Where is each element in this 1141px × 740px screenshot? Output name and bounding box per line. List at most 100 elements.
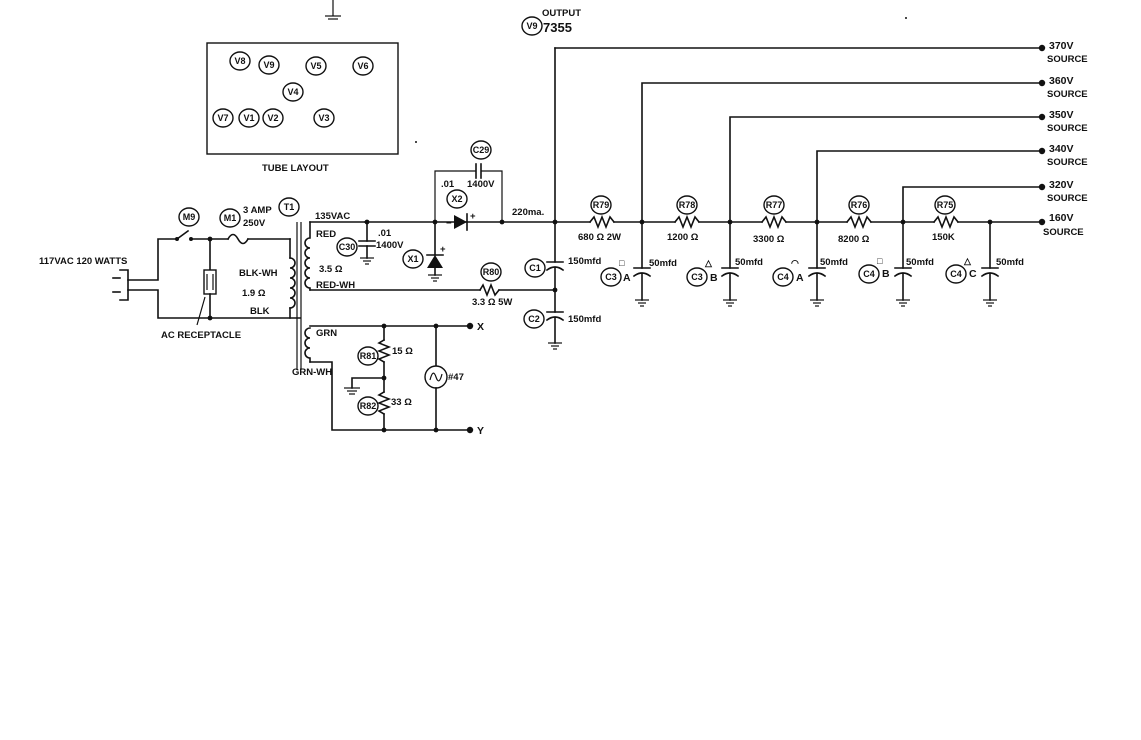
- cap-c4c: [980, 221, 1000, 307]
- wire-red: RED: [316, 229, 336, 240]
- cap-c3b-label: C3 B △ 50mfd: [686, 257, 763, 287]
- secondary-voltage: 135VAC: [315, 211, 350, 222]
- tube-v2: V2: [262, 108, 284, 128]
- c2-ref: C2: [528, 314, 540, 324]
- resistor-r80: R80 3.3 Ω 5W: [472, 262, 556, 308]
- svg-text:◠: ◠: [791, 258, 799, 268]
- cap-c4a-label: C4 A ◠ 50mfd: [772, 257, 848, 287]
- wire-grn: GRN: [316, 328, 337, 339]
- r82-ref: R82: [360, 401, 377, 411]
- svg-text:50mfd: 50mfd: [906, 257, 934, 268]
- c29-ref: C29: [473, 145, 490, 155]
- svg-text:B: B: [710, 272, 718, 284]
- output-360v: 360V SOURCE: [1047, 75, 1088, 100]
- svg-text:V5: V5: [310, 61, 321, 71]
- svg-text:C: C: [969, 268, 977, 280]
- cap-c3b: [720, 221, 740, 307]
- output-370v: 370V SOURCE: [1047, 40, 1088, 65]
- fuse-rating-1: 3 AMP: [243, 205, 272, 216]
- svg-text:V8: V8: [234, 56, 245, 66]
- transformer-t1: T1: [278, 197, 481, 431]
- resistor-r77: R77 3300 Ω: [753, 195, 785, 245]
- svg-text:R75: R75: [937, 200, 954, 210]
- svg-text:SOURCE: SOURCE: [1043, 227, 1084, 238]
- capacitor-c30: C30 .01 1400V: [336, 221, 404, 265]
- c29-value-2: 1400V: [467, 179, 495, 190]
- r82-value: 33 Ω: [391, 397, 412, 408]
- svg-text:160V: 160V: [1049, 212, 1074, 224]
- svg-text:50mfd: 50mfd: [820, 257, 848, 268]
- svg-text:50mfd: 50mfd: [996, 257, 1024, 268]
- primary-resistance: 1.9 Ω: [242, 288, 266, 299]
- svg-text:SOURCE: SOURCE: [1047, 123, 1088, 134]
- r80-ref: R80: [483, 267, 500, 277]
- svg-text:SOURCE: SOURCE: [1047, 54, 1088, 65]
- c2-value: 150mfd: [568, 314, 601, 325]
- output-340v: 340V SOURCE: [1047, 143, 1088, 168]
- tube-v4: V4: [282, 82, 304, 102]
- svg-text:R79: R79: [593, 200, 610, 210]
- output-tube-type: 7355: [543, 20, 572, 35]
- filament-circuit: R81 15 Ω R82 33 Ω #47 X Y: [344, 321, 484, 437]
- tube-layout-caption: TUBE LAYOUT: [262, 163, 329, 174]
- cap-c4a: [807, 221, 827, 307]
- resistor-r76: R76 8200 Ω: [838, 195, 870, 245]
- cap-c3a-label: C3 A □ 50mfd: [600, 258, 677, 287]
- power-switch: M9: [175, 207, 229, 241]
- svg-text:C4: C4: [863, 269, 875, 279]
- fuse-rating-2: 250V: [243, 218, 266, 229]
- resistor-r75: R75 150K: [932, 195, 956, 243]
- svg-text:V7: V7: [217, 113, 228, 123]
- cap-c3a: [632, 221, 652, 307]
- svg-text:V4: V4: [287, 87, 298, 97]
- switch-ref: M9: [183, 212, 196, 222]
- x2-plus: +: [470, 211, 476, 222]
- r76-value: 8200 Ω: [838, 234, 870, 245]
- x1-ref: X1: [407, 254, 418, 264]
- svg-text:△: △: [963, 256, 972, 266]
- svg-text:R78: R78: [679, 200, 696, 210]
- r79-value: 680 Ω 2W: [578, 232, 621, 243]
- svg-text:C4: C4: [950, 269, 962, 279]
- tube-v8: V8: [229, 51, 251, 71]
- transformer-ref: T1: [284, 202, 295, 212]
- diode-x1: X1 +: [402, 221, 446, 282]
- tube-v1: V1: [238, 108, 260, 128]
- terminal-x-label: X: [477, 321, 484, 333]
- wire-blk-wh: BLK-WH: [239, 268, 278, 279]
- c1-ref: C1: [529, 263, 541, 273]
- capacitor-c29: C29 .01 1400V: [434, 140, 503, 222]
- red-resistance: 3.5 Ω: [319, 264, 343, 275]
- svg-text:320V: 320V: [1049, 179, 1074, 191]
- resistor-r79: R79 680 Ω 2W: [578, 195, 621, 243]
- svg-text:A: A: [623, 272, 631, 284]
- svg-text:350V: 350V: [1049, 109, 1074, 121]
- svg-text:SOURCE: SOURCE: [1047, 193, 1088, 204]
- c30-value-2: 1400V: [376, 240, 404, 251]
- diode-x2: X2 − +: [446, 189, 476, 231]
- tube-v9: V9: [258, 55, 280, 75]
- current-label: 220ma.: [512, 207, 544, 218]
- r81-value: 15 Ω: [392, 346, 413, 357]
- svg-text:SOURCE: SOURCE: [1047, 157, 1088, 168]
- tube-v3: V3: [313, 108, 335, 128]
- svg-text:V2: V2: [267, 113, 278, 123]
- svg-text:360V: 360V: [1049, 75, 1074, 87]
- output-350v: 350V SOURCE: [1047, 109, 1088, 134]
- x2-minus: −: [446, 218, 452, 229]
- ac-plug: [112, 238, 301, 319]
- fuse: M1 3 AMP 250V: [219, 205, 291, 245]
- tube-v6: V6: [352, 56, 374, 76]
- wire-grn-wh: GRN-WH: [292, 367, 332, 378]
- svg-text:SOURCE: SOURCE: [1047, 89, 1088, 100]
- output-tube-label: V9 OUTPUT 7355: [521, 8, 581, 36]
- svg-text:50mfd: 50mfd: [735, 257, 763, 268]
- svg-text:V1: V1: [243, 113, 254, 123]
- cap-c4c-label: C4 C △ 50mfd: [945, 256, 1024, 284]
- resistor-r78: R78 1200 Ω: [667, 195, 699, 243]
- svg-text:R76: R76: [851, 200, 868, 210]
- svg-text:B: B: [882, 268, 890, 280]
- svg-text:340V: 340V: [1049, 143, 1074, 155]
- tube-layout-box: V8 V9 V5 V6 V4 V7 V1 V2 V3: [206, 42, 399, 155]
